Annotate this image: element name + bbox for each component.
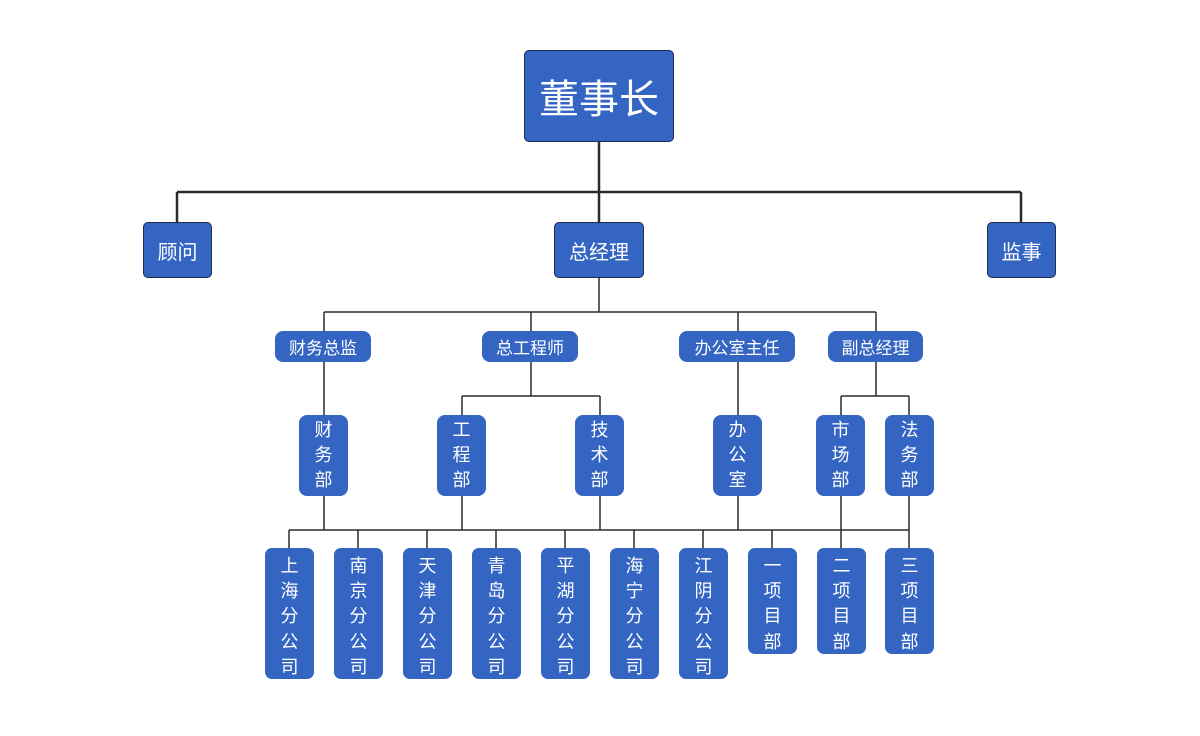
- connector-chairman: [175, 142, 1023, 222]
- node-unit-label: 平湖分公司: [556, 556, 575, 678]
- node-unit-label: 天津分公司: [418, 556, 437, 678]
- node-supervisor: 监事: [987, 222, 1056, 278]
- node-legal-dept-label: 法务部: [900, 419, 919, 492]
- connector-departments: [288, 496, 910, 548]
- node-chairman-label: 董事长: [539, 77, 659, 123]
- node-advisor-label: 顾问: [157, 239, 198, 264]
- connector-chief-engineer: [461, 362, 601, 415]
- node-office: 办公室: [713, 415, 762, 496]
- node-advisor: 顾问: [143, 222, 212, 278]
- node-chairman: 董事长: [524, 50, 674, 142]
- node-technology-dept: 技术部: [575, 415, 624, 496]
- node-unit-label: 青岛分公司: [487, 556, 506, 678]
- node-deputy-gm-label: 副总经理: [841, 339, 910, 359]
- node-chief-engineer: 总工程师: [482, 331, 578, 362]
- node-unit-label: 江阴分公司: [694, 556, 713, 678]
- node-unit-label: 三项目部: [900, 556, 919, 653]
- node-unit-project-3: 三项目部: [885, 548, 934, 654]
- node-unit-qingdao: 青岛分公司: [472, 548, 521, 679]
- connector-general-manager: [323, 278, 877, 331]
- node-general-manager-label: 总经理: [569, 239, 629, 264]
- node-finance-dept: 财务部: [299, 415, 348, 496]
- node-technology-dept-label: 技术部: [590, 419, 609, 492]
- node-unit-project-2: 二项目部: [817, 548, 866, 654]
- node-marketing-dept-label: 市场部: [831, 419, 850, 492]
- node-unit-label: 二项目部: [832, 556, 851, 653]
- connector-deputy-gm: [840, 362, 910, 415]
- node-supervisor-label: 监事: [1001, 239, 1042, 264]
- node-cfo: 财务总监: [275, 331, 371, 362]
- node-engineering-dept: 工程部: [437, 415, 486, 496]
- node-unit-label: 上海分公司: [280, 556, 299, 678]
- node-general-manager: 总经理: [554, 222, 644, 278]
- node-marketing-dept: 市场部: [816, 415, 865, 496]
- node-cfo-label: 财务总监: [289, 339, 357, 359]
- node-unit-label: 一项目部: [763, 556, 782, 653]
- node-engineering-dept-label: 工程部: [452, 419, 471, 492]
- node-finance-dept-label: 财务部: [314, 419, 333, 492]
- node-unit-shanghai: 上海分公司: [265, 548, 314, 679]
- node-deputy-gm: 副总经理: [828, 331, 923, 362]
- node-unit-tianjin: 天津分公司: [403, 548, 452, 679]
- node-office-label: 办公室: [728, 419, 747, 492]
- node-unit-nanjing: 南京分公司: [334, 548, 383, 679]
- node-unit-label: 海宁分公司: [625, 556, 644, 678]
- node-unit-jiangyin: 江阴分公司: [679, 548, 728, 679]
- node-legal-dept: 法务部: [885, 415, 934, 496]
- node-chief-engineer-label: 总工程师: [496, 339, 564, 359]
- node-unit-project-1: 一项目部: [748, 548, 797, 654]
- node-office-director-label: 办公室主任: [694, 339, 780, 359]
- node-unit-pinghu: 平湖分公司: [541, 548, 590, 679]
- node-office-director: 办公室主任: [679, 331, 795, 362]
- node-unit-haining: 海宁分公司: [610, 548, 659, 679]
- node-unit-label: 南京分公司: [349, 556, 368, 678]
